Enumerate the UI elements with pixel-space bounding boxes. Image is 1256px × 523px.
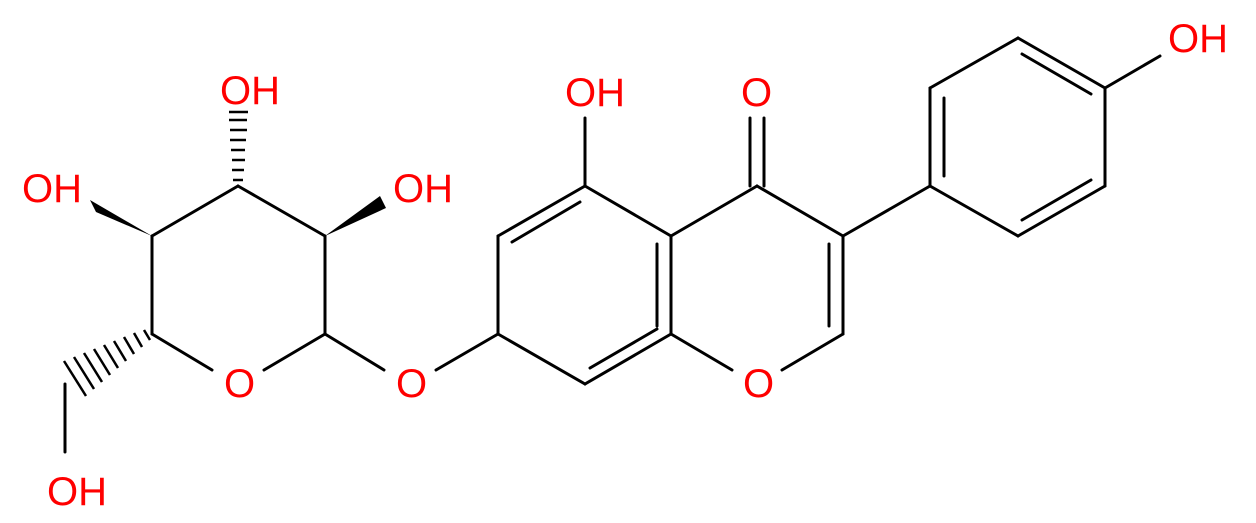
oh-sugar-top-label: OH (220, 69, 280, 113)
oh-5-label: OH (565, 71, 625, 115)
stereo-bonds (62, 110, 386, 397)
ring-oxygen-sugar-label: O (224, 362, 255, 406)
phenyl-ring (928, 36, 1162, 238)
glycosidic-oxygen-label: O (396, 362, 427, 406)
ring-oxygen-chromone-label: O (743, 362, 774, 406)
sugar-ring (63, 184, 386, 454)
benzo-ring (434, 116, 673, 386)
chromone-ring (669, 116, 932, 372)
oh-sugar-right-label: OH (393, 167, 453, 211)
carbonyl-oxygen-label: O (741, 71, 772, 115)
oh-phenol-label: OH (1168, 17, 1228, 61)
oh-sugar-left-label: OH (22, 167, 82, 211)
oh-ch2-label: OH (47, 470, 107, 514)
